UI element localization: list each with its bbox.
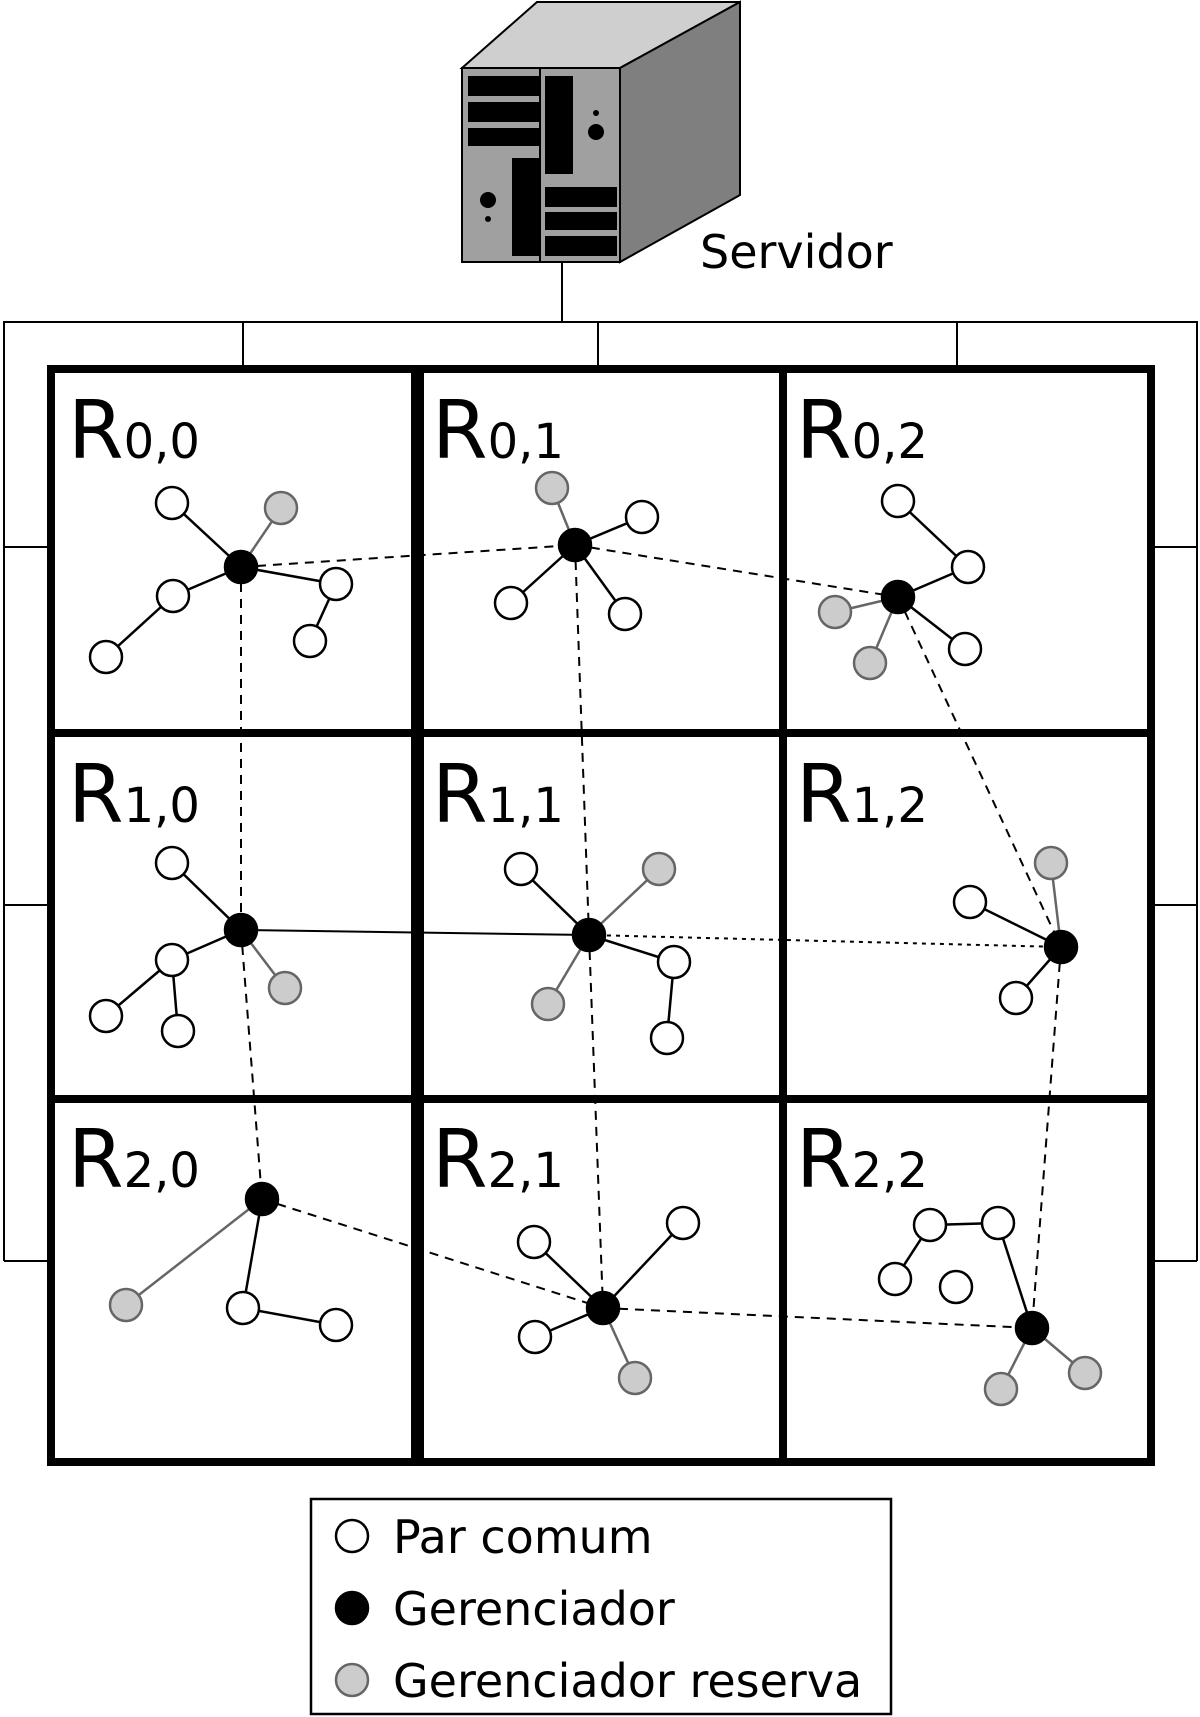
- server-panel: [545, 76, 573, 174]
- region-label: R0,1: [432, 384, 564, 477]
- peer-node: [877, 1261, 913, 1297]
- backup-manager-node: [1067, 1355, 1103, 1391]
- nodes: [88, 470, 1103, 1407]
- server-label: Servidor: [700, 225, 893, 279]
- peer-node: [947, 631, 983, 667]
- peer-node: [292, 623, 328, 659]
- legend-label: Gerenciador: [393, 1582, 675, 1636]
- manager-node: [585, 1290, 621, 1326]
- peer-node: [160, 1013, 196, 1049]
- peer-node: [998, 980, 1034, 1016]
- region-label: R2,0: [68, 1113, 200, 1206]
- region-labels: R0,0 R0,1 R0,2 R1,0 R1,1 R1,2 R2,0 R2,1 …: [68, 384, 928, 1206]
- peer-node: [493, 585, 529, 621]
- region-label: R1,2: [796, 748, 928, 841]
- peer-node: [656, 944, 692, 980]
- peer-node: [649, 1020, 685, 1056]
- peer-node: [155, 578, 191, 614]
- region-label: R1,1: [432, 748, 564, 841]
- manager-node: [880, 579, 916, 615]
- server-icon: [459, 0, 741, 264]
- server-led: [588, 124, 604, 140]
- manager-links: [240, 544, 1062, 1329]
- backup-manager-node: [817, 594, 853, 630]
- region-label: R2,1: [432, 1113, 564, 1206]
- peer-node: [938, 1269, 974, 1305]
- manager-node: [1043, 929, 1079, 965]
- legend-label: Par comum: [393, 1510, 653, 1564]
- peer-node: [154, 485, 190, 521]
- peer-node: [912, 1207, 948, 1243]
- peer-node: [88, 998, 124, 1034]
- peer-node: [154, 942, 190, 978]
- peer-node: [607, 596, 643, 632]
- server-led: [593, 110, 599, 116]
- region-label: R0,0: [68, 384, 200, 477]
- backup-manager-node: [617, 1360, 653, 1396]
- manager-node: [244, 1181, 280, 1217]
- peer-node: [665, 1205, 701, 1241]
- backup-manager-node: [983, 1371, 1019, 1407]
- peer-node: [503, 851, 539, 887]
- server-drive-bay: [545, 212, 617, 230]
- manager-node: [223, 912, 259, 948]
- server-led: [480, 192, 496, 208]
- peer-node: [154, 845, 190, 881]
- peer-node: [952, 884, 988, 920]
- peer-node: [980, 1205, 1016, 1241]
- backup-manager-node: [263, 490, 299, 526]
- peer-node: [88, 639, 124, 675]
- legend-box: [309, 1497, 893, 1716]
- legend: Par comum Gerenciador Gerenciador reserv…: [309, 1497, 893, 1716]
- legend-backup-symbol: [334, 1662, 370, 1698]
- server-drive-bay: [545, 187, 617, 207]
- peer-node: [624, 499, 660, 535]
- backup-manager-node: [852, 645, 888, 681]
- peer-node: [516, 1224, 552, 1260]
- backup-manager-node: [534, 470, 570, 506]
- backup-manager-node: [1033, 845, 1069, 881]
- backup-manager-node: [641, 851, 677, 887]
- legend-peer-symbol: [334, 1518, 370, 1554]
- region-label: R0,2: [796, 384, 928, 477]
- manager-node: [1014, 1310, 1050, 1346]
- server-led: [485, 216, 491, 222]
- peer-node: [517, 1319, 553, 1355]
- legend-manager-symbol: [334, 1590, 370, 1626]
- peer-node: [318, 1307, 354, 1343]
- server-drive-bay: [468, 76, 540, 96]
- server-drive-bay: [468, 128, 540, 146]
- legend-label: Gerenciador reserva: [393, 1654, 862, 1708]
- server-panel: [512, 158, 539, 256]
- server-drive-bay: [545, 236, 617, 256]
- manager-node: [571, 917, 607, 953]
- region-label: R1,0: [68, 748, 200, 841]
- region-grid: [47, 365, 1155, 1466]
- peer-node: [950, 549, 986, 585]
- server-side: [619, 0, 741, 264]
- region-label: R2,2: [796, 1113, 928, 1206]
- server-drive-bay: [468, 102, 540, 122]
- server-wiring: [3, 262, 1198, 1262]
- peer-node: [318, 566, 354, 602]
- peer-node: [880, 483, 916, 519]
- backup-manager-node: [267, 970, 303, 1006]
- manager-node: [223, 549, 259, 585]
- manager-node: [557, 527, 593, 563]
- peer-node: [225, 1290, 261, 1326]
- backup-manager-node: [108, 1287, 144, 1323]
- backup-manager-node: [530, 986, 566, 1022]
